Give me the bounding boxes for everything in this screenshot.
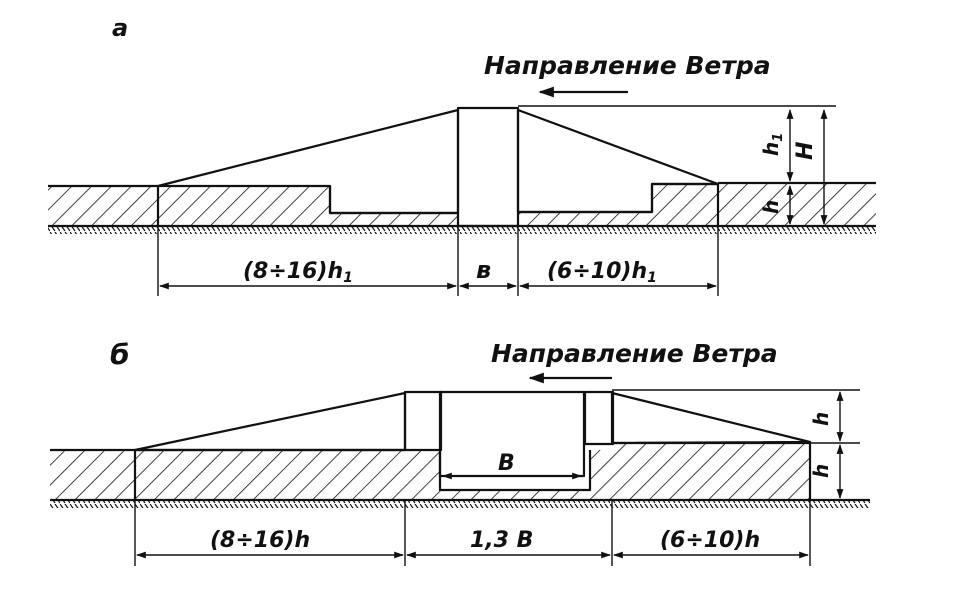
figure-b-top-extension [612, 389, 860, 444]
figure-b-dim-mid-label: 1,3 В [470, 528, 533, 553]
figure-a-ground-left [48, 186, 158, 226]
figure-b-snow-right [610, 391, 812, 445]
figure-a: а Направление Ветра h1 H h [48, 14, 876, 296]
figure-b-edge-lines [133, 443, 812, 500]
figure-b-trench-width-label: В [498, 451, 515, 476]
figure-a-h1-label: h1 [759, 133, 786, 156]
figure-a-dim-mid-label: в [476, 256, 491, 284]
figure-b-h-bottom-label: h [809, 464, 833, 478]
figure-b-dim-extensions [134, 500, 811, 566]
figure-a-fill-left [158, 186, 458, 226]
figure-b-h-top-label: h [809, 412, 833, 426]
figure-a-h-label: h [759, 200, 783, 214]
figure-b-label: б [110, 338, 130, 371]
figure-b-dim-right-label: (6÷10)h [660, 528, 760, 553]
figure-b-ground-left [50, 450, 405, 500]
figure-a-soil [48, 226, 876, 234]
figure-b-wall-right [583, 390, 615, 446]
figure-a-label: а [112, 14, 128, 42]
figure-a-fill-right [518, 184, 718, 226]
figure-a-ground-right [718, 183, 876, 226]
figure-a-embankment-outline [156, 182, 720, 226]
figure-a-wind-direction: Направление Ветра [484, 51, 771, 80]
figure-b: б Направление Ветра В h h [50, 338, 870, 566]
figure-b-wind-direction: Направление Ветра [491, 339, 778, 368]
figure-b-snow-left [133, 391, 407, 452]
figure-b-dim-left-label: (8÷16)h [210, 528, 310, 553]
figure-b-soil [50, 500, 870, 508]
figure-a-dim-extensions [157, 226, 719, 296]
figure-b-ground-right [612, 443, 810, 500]
figure-a-H-label: H [793, 142, 818, 160]
figure-a-dim-right-label: (6÷10)h1 [547, 259, 657, 286]
figure-b-wall-left [403, 390, 443, 452]
figure-b-ground-outline [50, 441, 810, 492]
figure-a-dim-left-label: (8÷16)h1 [243, 259, 353, 286]
figure-a-wall [456, 106, 520, 228]
